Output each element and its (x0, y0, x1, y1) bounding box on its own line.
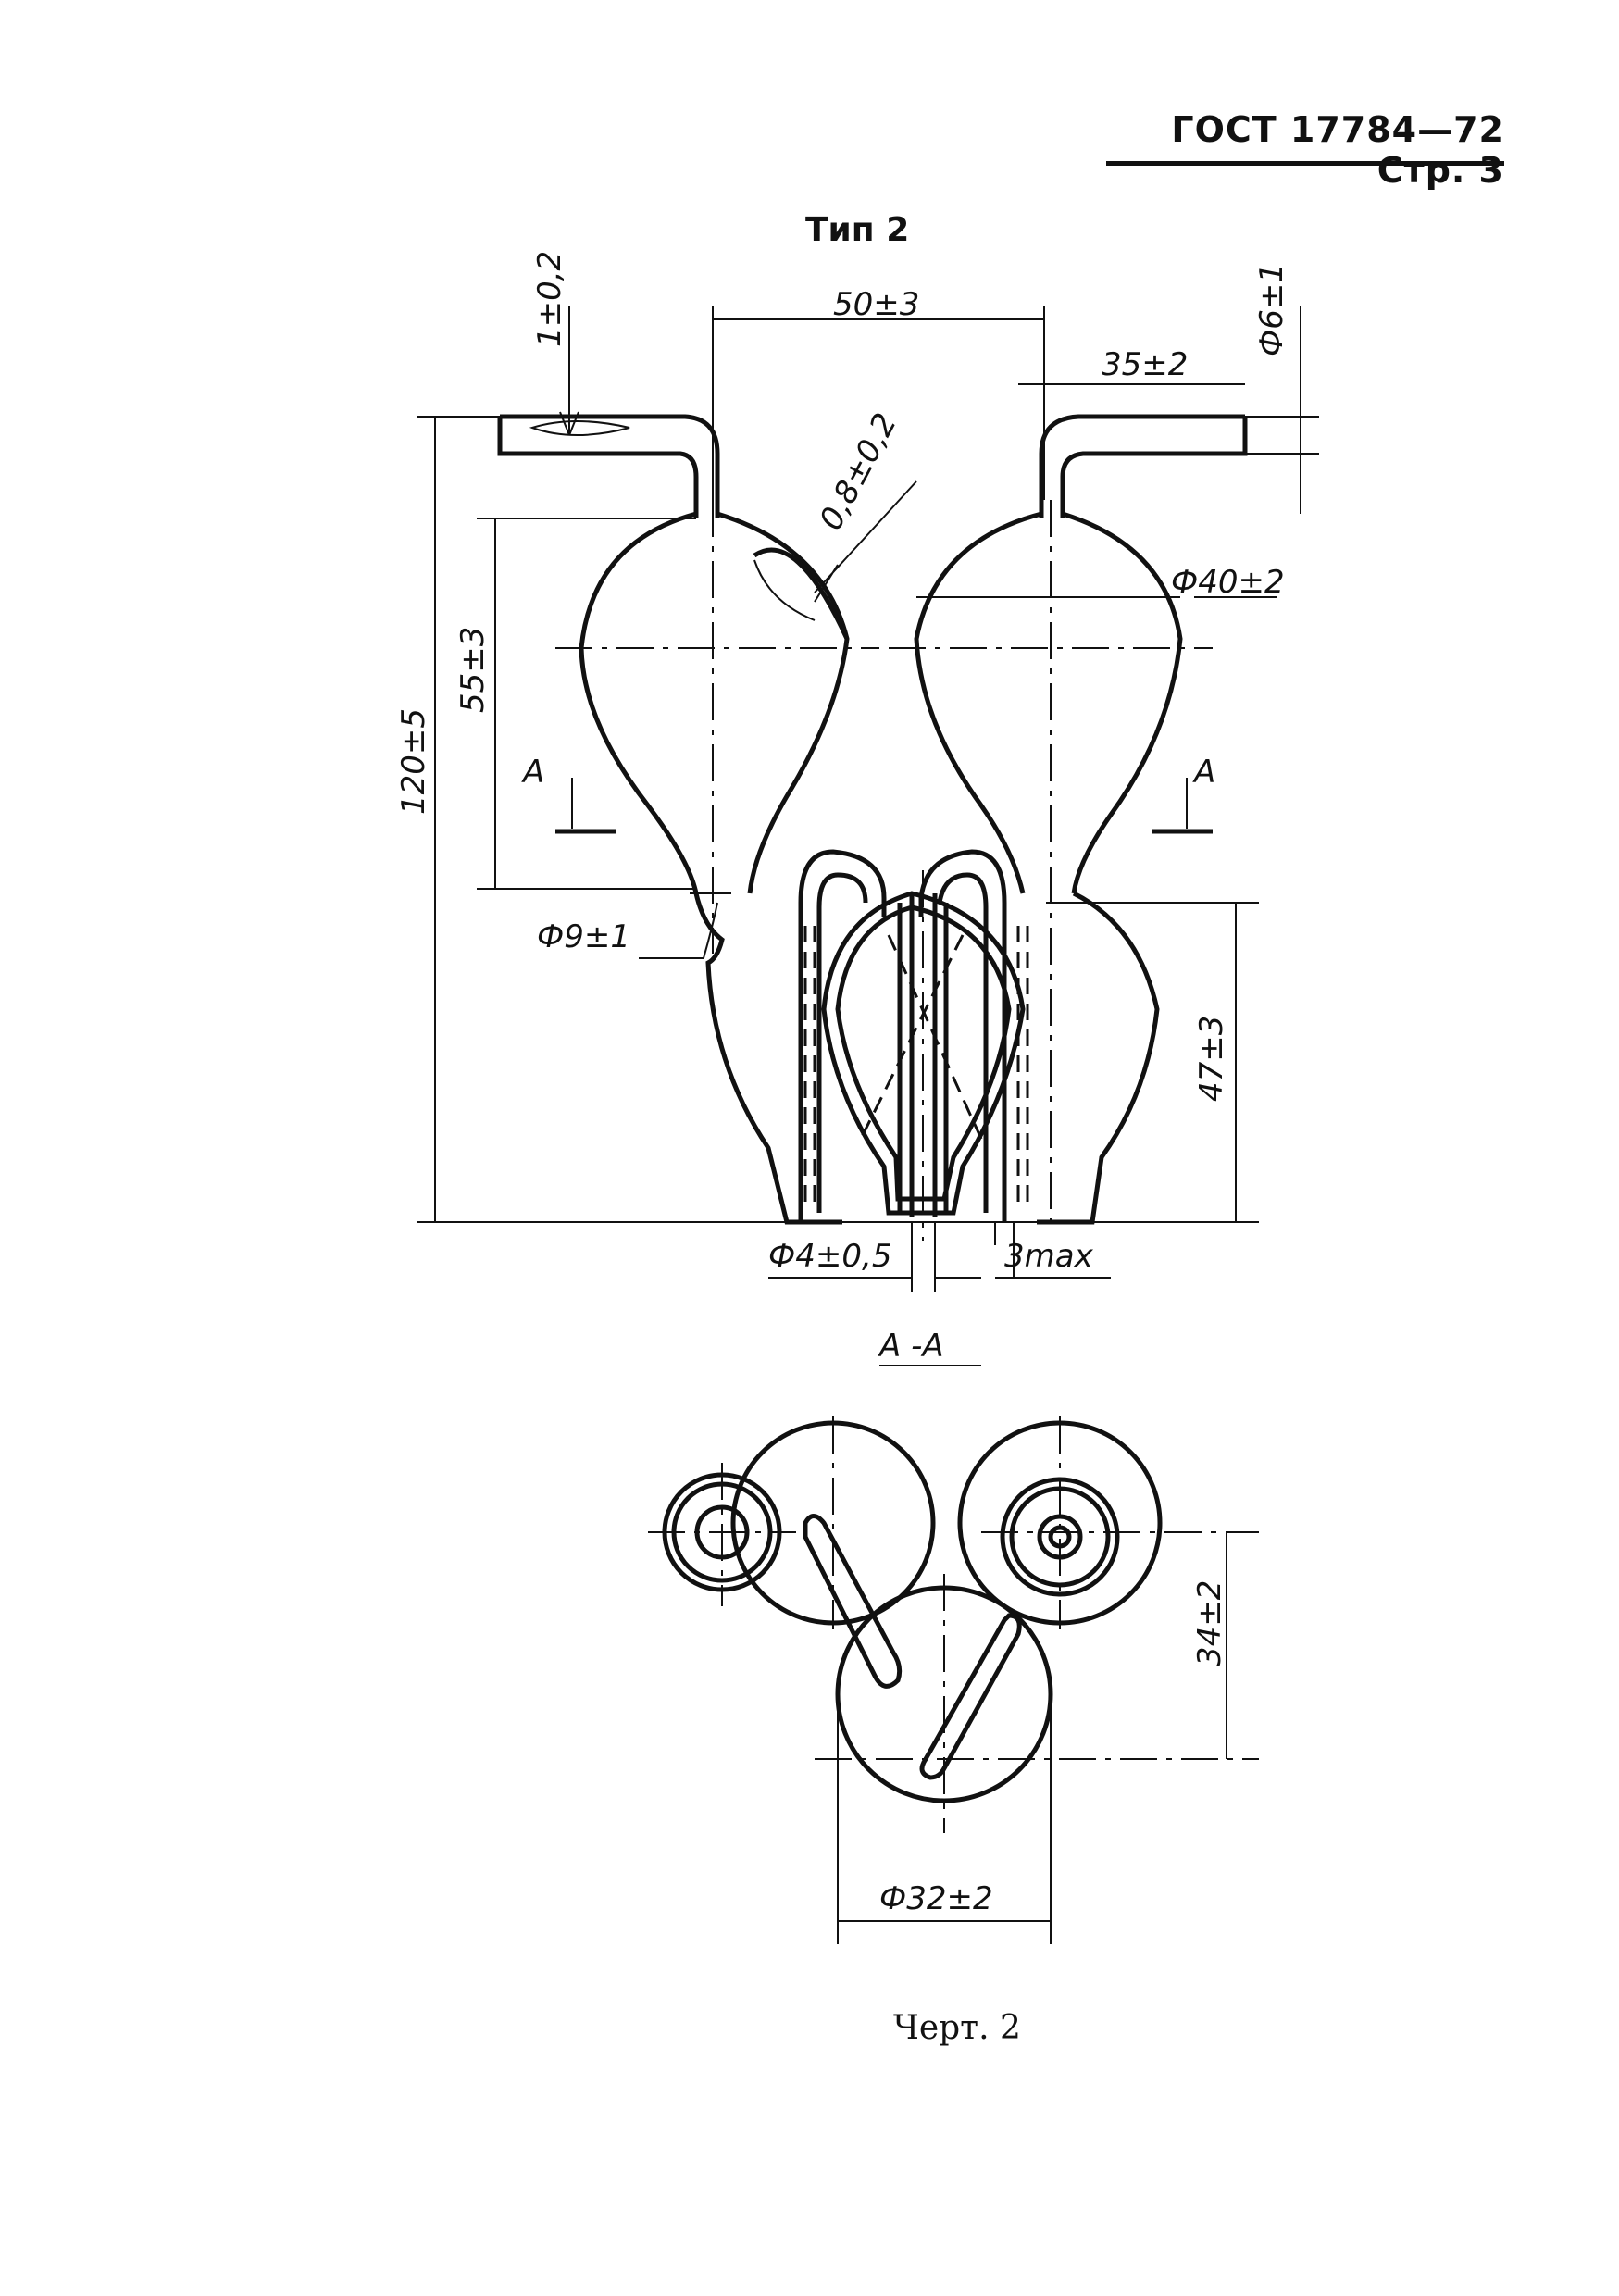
dim-47: 47±3 (1193, 1016, 1230, 1102)
tube-end-cut (529, 420, 630, 436)
dim-phi4: Ф4±0,5 (768, 1238, 891, 1275)
dim-3max: 3max (1004, 1238, 1094, 1275)
header-rule (1106, 161, 1504, 166)
dim-35: 35±2 (1102, 346, 1188, 383)
section-mark-left: А (521, 754, 544, 791)
dim-1: 1±0,2 (531, 251, 568, 347)
dim-phi32: Ф32±2 (879, 1880, 993, 1917)
dim-08: 0,8±0,2 (813, 407, 904, 536)
type-label: Тип 2 (805, 211, 910, 249)
dim-phi40: Ф40±2 (1171, 564, 1285, 601)
dim-34: 34±2 (1191, 1580, 1228, 1666)
dim-phi6: Ф6±1 (1253, 263, 1290, 356)
section-mark-right: А (1192, 754, 1215, 791)
dim-phi9: Ф9±1 (537, 918, 630, 955)
page-number: Стр. 3 (1376, 150, 1504, 191)
section-view (648, 1365, 1259, 1944)
section-label: А -А (878, 1328, 944, 1365)
figure-caption: Черт. 2 (893, 2009, 1021, 2047)
dim-50: 50±3 (833, 286, 919, 323)
front-view (417, 306, 1319, 1292)
break-line (753, 559, 816, 621)
dim-120: 120±5 (395, 708, 432, 815)
wall-section (753, 547, 850, 641)
standard-number: ГОСТ 17784—72 (1171, 109, 1504, 150)
dim-55: 55±3 (455, 627, 492, 713)
page-header: ГОСТ 17784—72 Стр. 3 (1106, 109, 1504, 191)
